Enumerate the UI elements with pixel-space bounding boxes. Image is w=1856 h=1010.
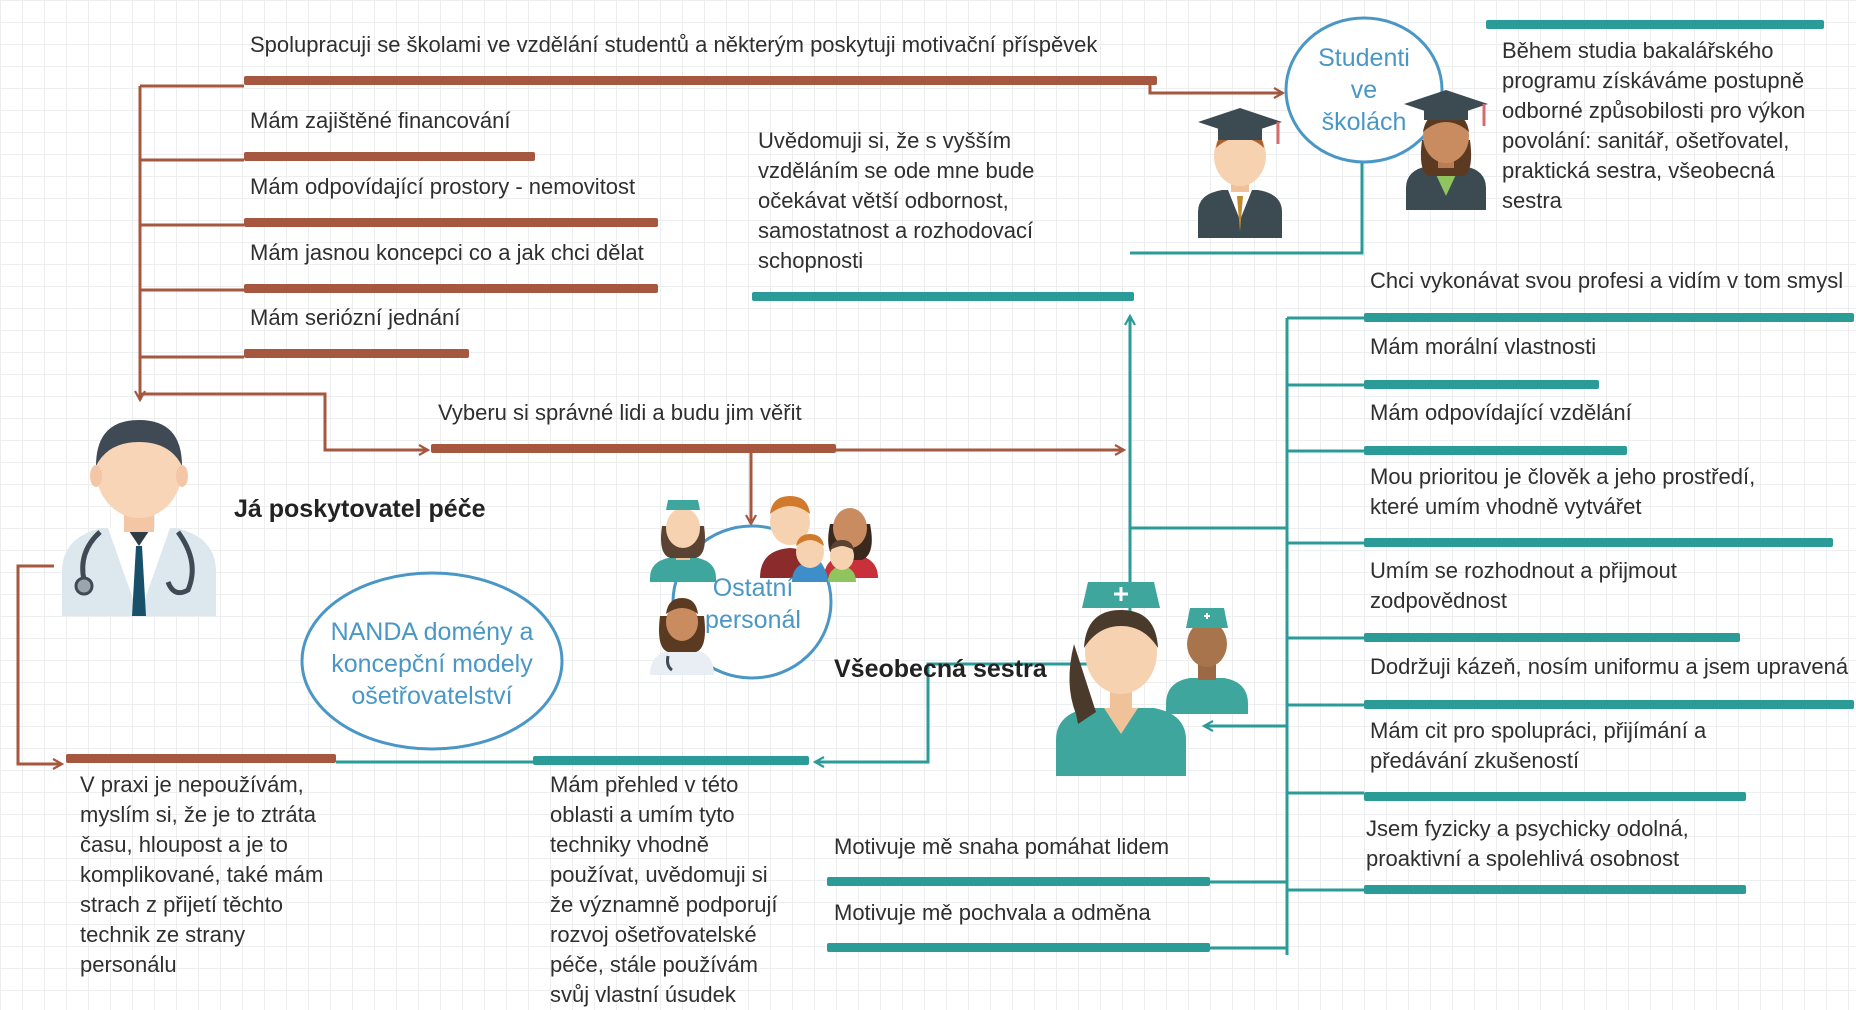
students-arrow [1148, 82, 1283, 93]
students-bubble [1284, 16, 1444, 164]
bar-trait [1364, 792, 1746, 801]
trait-label: Mám odpovídající vzdělání [1370, 400, 1632, 425]
provider-item-label: Mám jasnou koncepci co a jak chci dělat [250, 240, 644, 265]
bar-trait [1364, 700, 1854, 709]
motivation-label: Motivuje mě pochvala a odměna [834, 900, 1151, 925]
graduate-icon [1404, 90, 1488, 210]
students-link [1130, 158, 1364, 255]
bar-trait [1364, 313, 1854, 322]
provider-title: Já poskytovatel péče [234, 495, 486, 523]
provider-left-line [16, 564, 62, 764]
bar-practice [66, 754, 336, 763]
provider-item-label: Mám odpovídající prostory - nemovitost [250, 174, 636, 199]
bar-motivation [827, 877, 1210, 886]
nurse-title: Všeobecná sestra [834, 655, 1047, 683]
provider-item-label: Mám seriózní jednání [250, 305, 461, 330]
trait-label: Chci vykonávat svou profesi a vidím v to… [1370, 268, 1844, 293]
bar-people [431, 444, 836, 453]
students-bubble-label: Studenti ve školách [1318, 44, 1410, 136]
bar-trait [1364, 538, 1833, 547]
trait-label: Mám cit pro spolupráci, přijímání a před… [1370, 718, 1707, 773]
nanda-bubble-label: NANDA domény a koncepční modely ošetřova… [330, 618, 534, 710]
bar-top-branch [244, 76, 1157, 85]
practice-note: V praxi je nepoužívám, myslím si, že je … [80, 772, 324, 977]
bar-trait [1364, 446, 1627, 455]
team-icon [650, 496, 878, 675]
trait-label: Dodržuji kázeň, nosím uniformu a jsem up… [1370, 654, 1849, 679]
trait-label: Umím se rozhodnout a přijmout zodpovědno… [1370, 558, 1677, 613]
trait-label: Mou prioritou je člověk a jeho prostředí… [1370, 464, 1756, 519]
bar-nanda [533, 756, 809, 765]
bar-trait [1364, 885, 1746, 894]
people-link [140, 392, 428, 450]
trait-label: Jsem fyzicky a psychicky odolná, proakti… [1366, 816, 1689, 871]
bar-item [244, 152, 535, 161]
bar-trait [1364, 380, 1599, 389]
nanda-bubble [300, 571, 564, 751]
bar-students [1486, 20, 1824, 29]
people-branch-label: Vyberu si správné lidi a budu jim věřit [438, 400, 802, 425]
nurse-icon [1056, 582, 1248, 776]
doctor-icon [62, 420, 216, 616]
provider-item-label: Mám zajištěné financování [250, 108, 511, 133]
nanda-nurse-note: Mám přehled v této oblasti a umím tyto t… [550, 772, 778, 1007]
bar-trait [1364, 633, 1740, 642]
staff-bubble-label: Ostatní personál [705, 574, 801, 634]
education-note: Uvědomuji si, že s vyšším vzděláním se o… [758, 128, 1035, 273]
bar-education [752, 292, 1134, 301]
bar-motivation [827, 943, 1210, 952]
graduate-icon [1198, 108, 1282, 238]
bar-item [244, 349, 469, 358]
trait-label: Mám morální vlastnosti [1370, 334, 1597, 359]
bar-item [244, 284, 658, 293]
bar-item [244, 218, 658, 227]
students-note: Během studia bakalářského programu získá… [1502, 38, 1806, 213]
motivation-label: Motivuje mě snaha pomáhat lidem [834, 834, 1170, 859]
provider-top-branch-label: Spolupracuji se školami ve vzdělání stud… [250, 32, 1098, 57]
